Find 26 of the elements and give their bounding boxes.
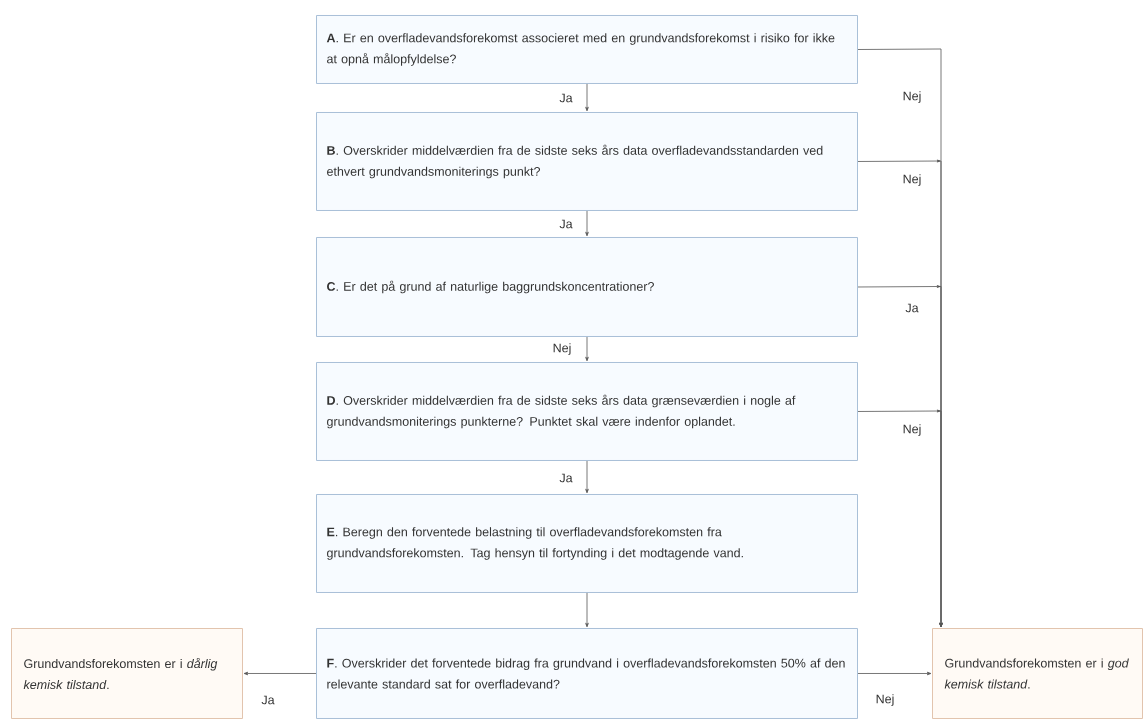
result-box: Grundvandsforekomsten er i god kemisk tilstand. [932,628,1143,719]
edge-label: Nej [874,693,896,707]
edge-label: Nej [901,173,923,187]
question-box: D. Overskrider middelværdien fra de sidste seks års data grænseværdien i nogle af grundvandsmoniterings punkterne? Punktet skal være indenfor oplandet. [316,362,858,461]
edge-label: Nej [901,90,923,104]
edge-label: Ja [558,92,574,104]
question-box: C. Er det på grund af naturlige baggrundskoncentrationer? [316,237,858,337]
edge-label: Ja [558,472,574,484]
edge-label: Nej [551,342,573,356]
question-box: E. Beregn den forventede belastning til overfladevandsforekomsten fra grundvandsforekomsten. Tag hensyn til fortynding i det modtagende vand. [316,494,858,593]
question-box: F. Overskrider det forventede bidrag fra grundvand i overfladevandsforekomsten 50% af den relevante standard sat for overfladevand? [316,628,858,719]
edge-label: Ja [904,302,920,314]
question-box: B. Overskrider middelværdien fra de sidste seks års data overfladevandsstandarden ved ethvert grundvandsmoniterings punkt? [316,112,858,211]
edge-label: Ja [558,218,574,230]
arrow [857,671,932,676]
arrow [585,336,589,362]
result-box: Grundvandsforekomsten er i dårlig kemisk tilstand. [11,628,243,719]
arrow [585,592,589,628]
arrow [585,210,589,237]
arrow [585,83,589,112]
edge-label: Ja [260,694,276,706]
edge-label: Nej [901,423,923,437]
arrow [585,460,589,494]
arrow [243,671,317,676]
arrow [857,409,943,628]
question-box: A. Er en overfladevandsforekomst associeret med en grundvandsforekomst i risiko for ikke at opnå målopfyldelse? [316,15,858,84]
